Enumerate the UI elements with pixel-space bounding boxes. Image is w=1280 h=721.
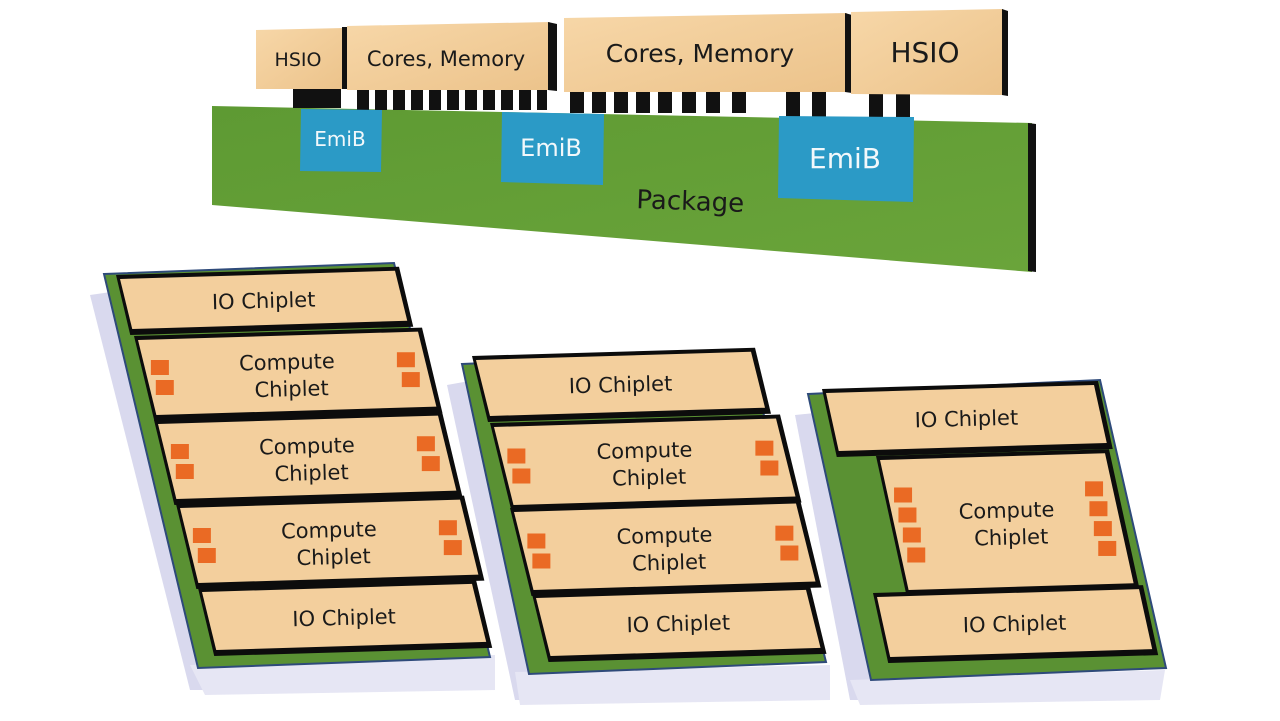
chiplet-body	[536, 589, 821, 656]
interconnect-pad	[1093, 521, 1112, 537]
chiplet-label: IO Chiplet	[963, 611, 1067, 638]
io-chiplet: IO Chiplet	[873, 585, 1159, 663]
interconnect-pad	[894, 487, 913, 503]
die-edge	[342, 27, 347, 89]
chiplet-body	[476, 351, 765, 416]
interconnect-pad	[197, 548, 216, 563]
emib-cross-section: EmiB EmiB EmiB Package HSIO Cores, Memor…	[212, 9, 1036, 272]
package-side	[1028, 123, 1036, 272]
die-cores-memory-1: Cores, Memory	[347, 22, 557, 91]
interconnect-pad	[155, 380, 174, 395]
interconnect-pad	[443, 540, 462, 556]
chiplet-label: IO Chiplet	[626, 611, 730, 638]
die-cores-memory-2: Cores, Memory	[564, 13, 852, 93]
die-label: Cores, Memory	[367, 47, 525, 71]
chiplet-label-line1: Compute	[281, 517, 377, 543]
die-label: Cores, Memory	[606, 39, 795, 68]
chiplet-label-line1: Compute	[958, 497, 1054, 523]
interconnect-pad	[175, 464, 194, 479]
interconnect-pad	[755, 440, 774, 456]
package-label: Package	[636, 185, 745, 219]
package-shadow	[515, 665, 830, 705]
die-label: HSIO	[890, 36, 959, 69]
chiplet-label-line1: Compute	[616, 523, 712, 549]
micro-bumps	[293, 88, 910, 117]
interconnect-pad	[902, 527, 921, 543]
emib-label: EmiB	[809, 142, 881, 175]
interconnect-pad	[775, 525, 794, 541]
chiplet-body	[514, 503, 816, 590]
interconnect-pad	[1098, 540, 1117, 556]
chiplet-label: IO Chiplet	[292, 605, 396, 632]
chiplet-label-line2: Chiplet	[274, 460, 349, 486]
die-hsio-right: HSIO	[851, 9, 1008, 96]
interconnect-pad	[192, 528, 211, 543]
chiplet-label: IO Chiplet	[212, 288, 316, 315]
chiplet-label: IO Chiplet	[914, 406, 1018, 433]
io-chiplet: IO Chiplet	[532, 585, 827, 662]
interconnect-pad	[396, 352, 415, 368]
emib-bridge-3: EmiB	[778, 116, 914, 202]
io-chiplet: IO Chiplet	[472, 347, 771, 422]
chiplet-body	[880, 453, 1134, 590]
interconnect-pad	[527, 533, 546, 549]
io-chiplet: IO Chiplet	[822, 380, 1113, 457]
chiplet-label-line2: Chiplet	[254, 376, 329, 402]
die-label: HSIO	[275, 49, 322, 71]
chiplet-label-line1: Compute	[596, 438, 692, 464]
interconnect-pad	[150, 360, 169, 375]
die-hsio-left: HSIO	[256, 28, 344, 89]
interconnect-pad	[438, 520, 457, 536]
io-chiplet: IO Chiplet	[198, 579, 493, 656]
chiplet-body	[877, 589, 1153, 657]
chiplet-label-line2: Chiplet	[632, 550, 707, 576]
chiplet-label-line1: Compute	[239, 349, 335, 375]
package-shadow	[850, 670, 1165, 705]
chiplet-label-line2: Chiplet	[612, 465, 687, 491]
interconnect-pad	[898, 507, 917, 523]
chiplet-body	[494, 418, 796, 505]
interconnect-pad	[907, 547, 926, 563]
emib-label: EmiB	[520, 134, 582, 162]
io-chiplet: IO Chiplet	[116, 266, 414, 335]
interconnect-pad	[780, 545, 799, 561]
interconnect-pad	[760, 460, 779, 476]
chiplet-label-line2: Chiplet	[974, 525, 1049, 551]
chiplet-label-line2: Chiplet	[296, 544, 371, 570]
interconnect-pad	[1089, 501, 1108, 517]
chiplet-body	[826, 384, 1107, 451]
chiplet-label-line1: Compute	[259, 433, 355, 459]
chiplet-label: IO Chiplet	[568, 372, 672, 399]
interconnect-pad	[1085, 481, 1104, 497]
chiplet-body	[180, 499, 479, 583]
interconnect-pad	[416, 436, 435, 452]
chiplet-body	[202, 583, 487, 650]
emib-label: EmiB	[314, 127, 365, 151]
interconnect-pad	[507, 448, 526, 464]
emib-bridge-1: EmiB	[300, 109, 382, 172]
interconnect-pad	[512, 468, 531, 484]
emib-bridge-2: EmiB	[501, 112, 604, 185]
interconnect-pad	[170, 444, 189, 459]
chiplet-body	[138, 331, 437, 415]
chiplet-body	[120, 270, 408, 329]
interconnect-pad	[401, 372, 420, 388]
interconnect-pad	[532, 553, 551, 569]
chiplet-body	[158, 415, 457, 499]
interconnect-pad	[421, 456, 440, 472]
